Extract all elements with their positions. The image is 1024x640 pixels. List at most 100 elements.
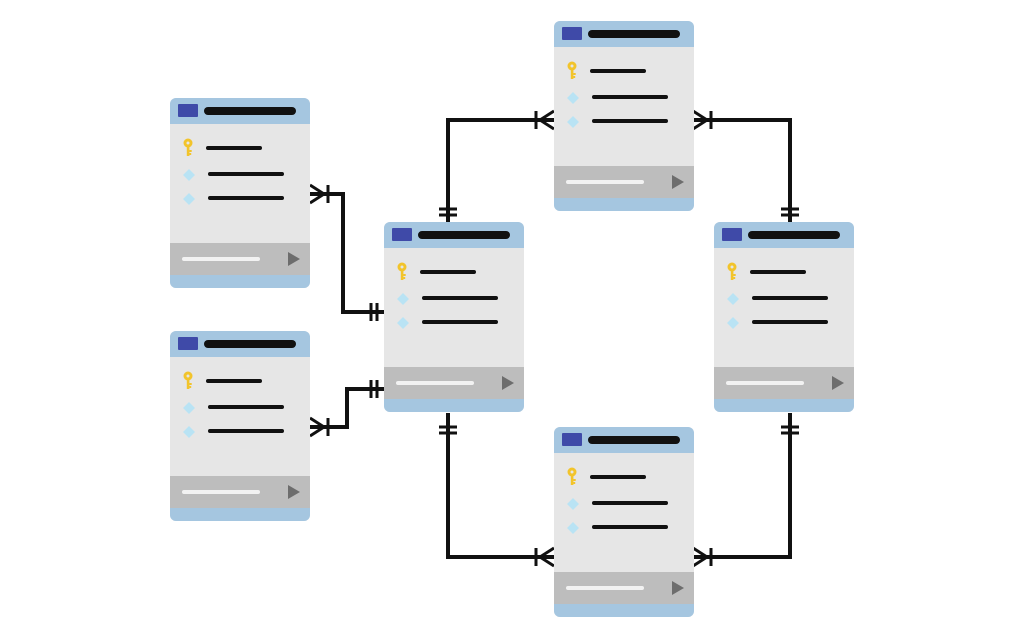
relationship-line [693,413,792,559]
table-header-icon [178,337,198,350]
field-name-placeholder [208,429,284,433]
table-header-icon [722,228,742,241]
table-fields [554,453,694,572]
table-header [170,331,310,357]
field-name-placeholder [592,119,668,123]
table-field-row[interactable] [554,61,694,81]
table-base [554,198,694,211]
field-name-placeholder [206,146,262,150]
table-field-row[interactable] [554,111,694,131]
table-title-placeholder [204,107,296,115]
table-field-row[interactable] [170,188,310,208]
footer-text-placeholder [726,381,804,385]
crowfoot-prong [309,183,325,196]
field-name-placeholder [208,172,284,176]
table-footer [384,367,524,399]
field-name-placeholder [206,379,262,383]
table-field-row[interactable] [170,138,310,158]
key-icon [182,371,194,391]
table-header-icon [178,104,198,117]
table-header-icon [562,433,582,446]
diamond-icon [567,497,579,510]
play-arrow-icon[interactable] [832,376,844,390]
field-name-placeholder [752,320,828,324]
table-field-row[interactable] [170,164,310,184]
table-footer [554,166,694,198]
field-name-placeholder [590,475,646,479]
field-name-placeholder [422,296,498,300]
table-base [384,399,524,412]
table-field-row[interactable] [554,493,694,513]
diamond-icon [567,115,579,128]
table-header [170,98,310,124]
crowfoot-prong [309,416,325,429]
table-field-row[interactable] [170,397,310,417]
play-arrow-icon[interactable] [288,485,300,499]
play-arrow-icon[interactable] [502,376,514,390]
diamond-icon [727,292,739,305]
relationship-line [310,387,384,429]
field-name-placeholder [422,320,498,324]
table-field-row[interactable] [714,262,854,282]
crowfoot-prong [309,425,325,438]
table-title-placeholder [204,340,296,348]
table-title-placeholder [748,231,840,239]
diamond-icon [183,168,195,181]
table-field-row[interactable] [554,467,694,487]
diamond-icon [567,91,579,104]
table-header-icon [392,228,412,241]
table-center[interactable] [384,222,524,412]
table-field-row[interactable] [384,262,524,282]
key-icon [566,467,578,487]
table-field-row[interactable] [714,288,854,308]
footer-text-placeholder [396,381,474,385]
footer-text-placeholder [566,180,644,184]
crowfoot-prong [692,555,708,568]
field-name-placeholder [592,95,668,99]
table-field-row[interactable] [384,288,524,308]
table-left-bottom[interactable] [170,331,310,521]
table-right[interactable] [714,222,854,412]
table-base [554,604,694,617]
play-arrow-icon[interactable] [672,175,684,189]
table-title-placeholder [588,436,680,444]
table-base [714,399,854,412]
field-name-placeholder [592,525,668,529]
diamond-icon [183,192,195,205]
play-arrow-icon[interactable] [672,581,684,595]
relationship-line [310,192,384,314]
field-name-placeholder [208,196,284,200]
crowfoot-prong [692,109,708,122]
crowfoot-prong [539,555,555,568]
table-field-row[interactable] [170,371,310,391]
table-field-row[interactable] [554,87,694,107]
diamond-icon [397,292,409,305]
table-footer [554,572,694,604]
table-fields [170,357,310,476]
play-arrow-icon[interactable] [288,252,300,266]
key-icon [396,262,408,282]
footer-text-placeholder [566,586,644,590]
table-header [554,427,694,453]
table-base [170,508,310,521]
table-bottom[interactable] [554,427,694,617]
relationship-line [693,118,792,222]
field-name-placeholder [750,270,806,274]
table-field-row[interactable] [554,517,694,537]
table-field-row[interactable] [384,312,524,332]
crowfoot-prong [539,546,555,559]
field-name-placeholder [752,296,828,300]
crowfoot-prong [692,118,708,131]
table-fields [714,248,854,367]
diamond-icon [397,316,409,329]
table-top[interactable] [554,21,694,211]
table-left-top[interactable] [170,98,310,288]
field-name-placeholder [420,270,476,274]
table-field-row[interactable] [170,421,310,441]
diamond-icon [183,425,195,438]
table-field-row[interactable] [714,312,854,332]
table-footer [170,243,310,275]
table-fields [170,124,310,243]
table-fields [384,248,524,367]
